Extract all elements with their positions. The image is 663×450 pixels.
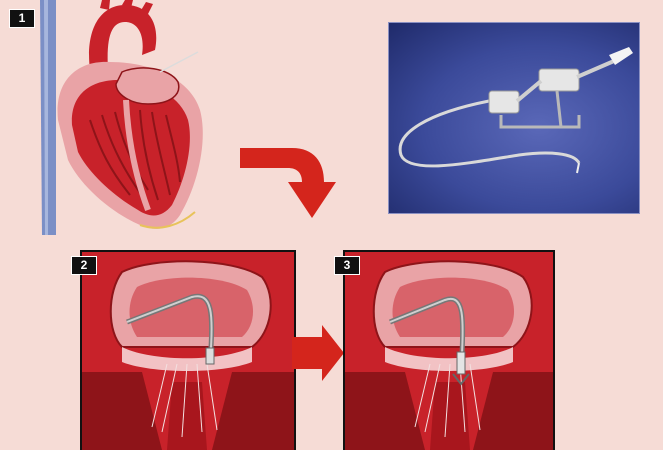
device-photo: [388, 22, 640, 214]
heart-illustration: [30, 0, 210, 235]
curved-arrow-icon: [232, 140, 342, 225]
step-3-badge: 3: [334, 256, 360, 275]
right-arrow-icon: [292, 325, 344, 381]
left-atrium: [116, 68, 179, 104]
step-3-illustration: [343, 250, 555, 450]
step-2-badge: 2: [71, 256, 97, 275]
step-2-illustration: [80, 250, 296, 450]
